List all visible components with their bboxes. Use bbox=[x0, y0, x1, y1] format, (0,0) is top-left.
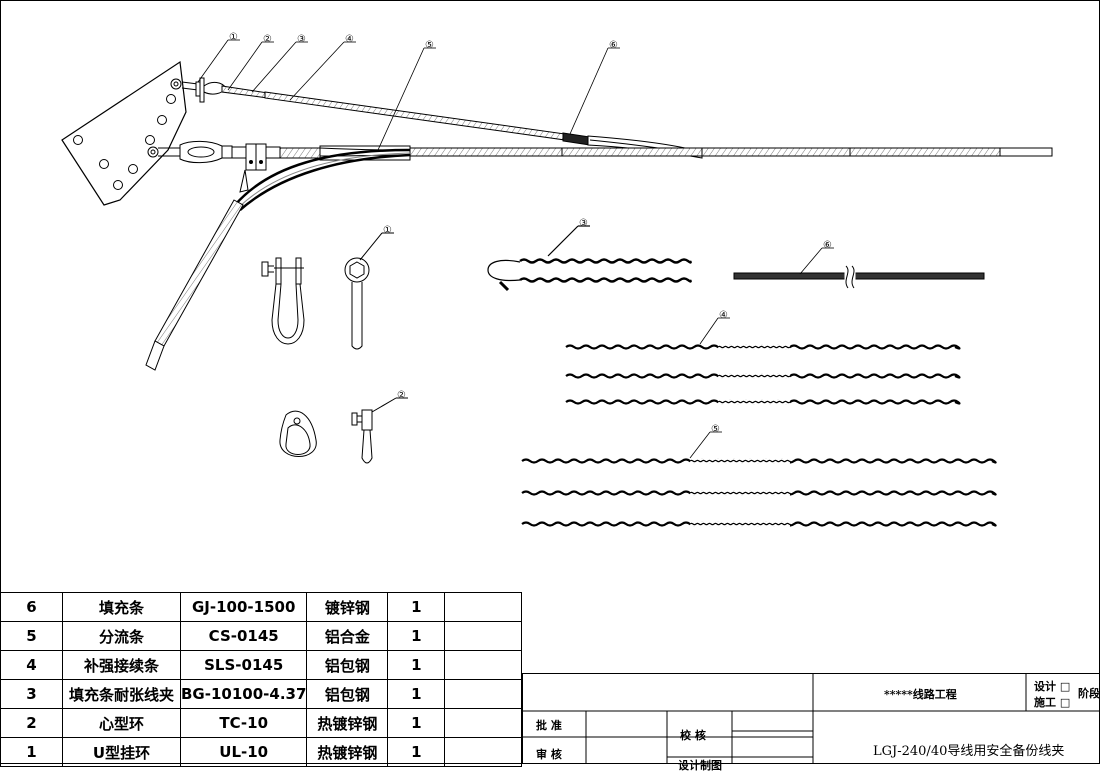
callout-6-label: ⑥ bbox=[609, 40, 618, 51]
part-thimble bbox=[279, 397, 408, 464]
callout-2-label-detail: ② bbox=[397, 390, 406, 401]
callout-2-label: ② bbox=[263, 34, 272, 45]
cell-material: 热镀锌钢 bbox=[306, 708, 389, 738]
callout-5-label: ⑤ bbox=[425, 40, 434, 51]
stage-design: 设计 □ bbox=[1034, 680, 1071, 693]
part-eye-bolt bbox=[344, 232, 394, 350]
stage-construction: 施工 □ bbox=[1034, 696, 1071, 709]
cell-qty: 1 bbox=[387, 737, 446, 767]
check-label: 校 核 bbox=[680, 729, 706, 742]
stage-label: 阶段 bbox=[1078, 687, 1100, 700]
callout-6-label-detail: ⑥ bbox=[823, 240, 832, 251]
cell-code: TC-10 bbox=[179, 708, 308, 738]
callout-4-label-detail: ④ bbox=[719, 310, 728, 321]
cell-no: 3 bbox=[0, 679, 63, 709]
cell-qty: 1 bbox=[387, 708, 446, 738]
cell-no: 6 bbox=[0, 592, 63, 622]
callout-5-label-detail: ⑤ bbox=[711, 424, 720, 435]
cell-qty: 1 bbox=[387, 650, 446, 680]
cell-no: 1 bbox=[0, 737, 63, 767]
cell-name: U型挂环 bbox=[62, 737, 181, 767]
cell-qty: 1 bbox=[387, 679, 446, 709]
review-label: 审 核 bbox=[536, 748, 562, 761]
cell-qty: 1 bbox=[387, 621, 446, 651]
drawing-title: LGJ-240/40导线用安全备份线夹 bbox=[873, 744, 1065, 759]
main-conductor bbox=[409, 147, 1001, 157]
cell-remark bbox=[444, 708, 523, 738]
cell-material: 镀锌钢 bbox=[306, 592, 389, 622]
yoke-plate bbox=[61, 60, 187, 206]
cell-material: 热镀锌钢 bbox=[306, 737, 389, 767]
cell-material: 铝包钢 bbox=[306, 679, 389, 709]
cell-no: 4 bbox=[0, 650, 63, 680]
cell-code: UL-10 bbox=[179, 737, 308, 767]
cell-remark bbox=[444, 621, 523, 651]
cell-qty: 1 bbox=[387, 592, 446, 622]
upper-rod bbox=[264, 91, 566, 141]
cell-name: 填充条 bbox=[62, 592, 181, 622]
main-assembly bbox=[61, 60, 1053, 371]
cell-code: GJ-100-1500 bbox=[179, 592, 308, 622]
dead-end-rod-lower bbox=[519, 277, 692, 283]
drop-conductor bbox=[154, 199, 244, 347]
cell-remark bbox=[444, 592, 523, 622]
callout-4-label: ④ bbox=[345, 34, 354, 45]
project-name: *****线路工程 bbox=[884, 688, 957, 701]
callout-3-label: ③ bbox=[297, 34, 306, 45]
cell-material: 铝合金 bbox=[306, 621, 389, 651]
callout-1-label: ① bbox=[229, 32, 238, 43]
cell-material: 铝包钢 bbox=[306, 650, 389, 680]
cell-remark bbox=[444, 679, 523, 709]
part-dead-end-rod bbox=[487, 225, 590, 292]
cell-name: 心型环 bbox=[62, 708, 181, 738]
part-splice-rods bbox=[565, 344, 961, 405]
cell-no: 2 bbox=[0, 708, 63, 738]
callout-1-label-detail: ① bbox=[383, 225, 392, 236]
cell-no: 5 bbox=[0, 621, 63, 651]
cell-code: CS-0145 bbox=[179, 621, 308, 651]
cell-code: SLS-0145 bbox=[179, 650, 308, 680]
cell-name: 补强接续条 bbox=[62, 650, 181, 680]
part-shunt-rods bbox=[521, 458, 997, 527]
cell-code: BG-10100-4.37 bbox=[179, 679, 308, 709]
title-block: *****线路工程 设计 □ 施工 □ 阶段 批 准 审 核 校 核 设计制图 … bbox=[522, 673, 1100, 772]
cell-remark bbox=[444, 650, 523, 680]
callout-3-label-detail: ③ bbox=[579, 218, 588, 229]
callouts bbox=[197, 39, 620, 151]
approve-label: 批 准 bbox=[536, 719, 562, 732]
drawn-label: 设计制图 bbox=[678, 759, 722, 772]
cell-name: 分流条 bbox=[62, 621, 181, 651]
cell-remark bbox=[444, 737, 523, 767]
cell-name: 填充条耐张线夹 bbox=[62, 679, 181, 709]
part-filler-bar bbox=[733, 247, 985, 289]
part-u-shackle bbox=[261, 257, 305, 345]
dead-end-rod-upper bbox=[519, 258, 692, 264]
